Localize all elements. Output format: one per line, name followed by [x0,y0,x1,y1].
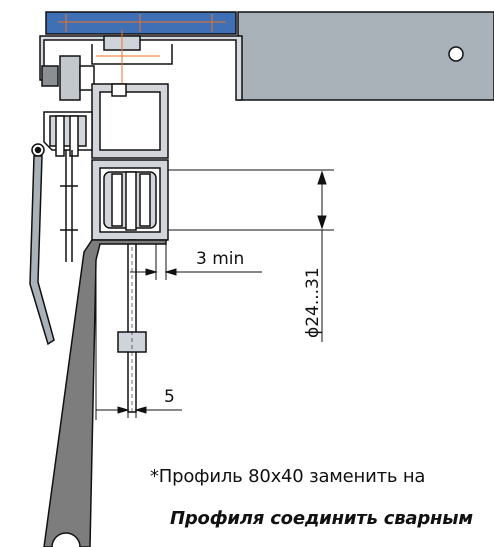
top-bracket [39,30,243,101]
diameter-label: ϕ24...31 [303,267,323,338]
note-line-2: Профиля соединить сварным [170,508,473,529]
blue-panel [45,11,237,35]
note-line-1: *Профиль 80x40 заменить на [150,466,426,487]
tapered-leg [43,239,167,547]
grey-arm [237,11,494,101]
hole-icon [448,46,464,62]
upper-tube [91,83,169,159]
lower-tube [91,159,169,241]
bolt-assembly [41,55,95,101]
gap-label: 3 min [196,249,244,269]
diameter-dimension [168,169,334,342]
offset-dimension [96,400,182,418]
bottom-hole-icon [51,532,81,547]
vertical-post [117,239,147,413]
offset-label: 5 [164,387,175,407]
hinge-bracket [43,111,93,262]
pendulum-rod [29,143,55,346]
gap-dimension [130,244,262,280]
